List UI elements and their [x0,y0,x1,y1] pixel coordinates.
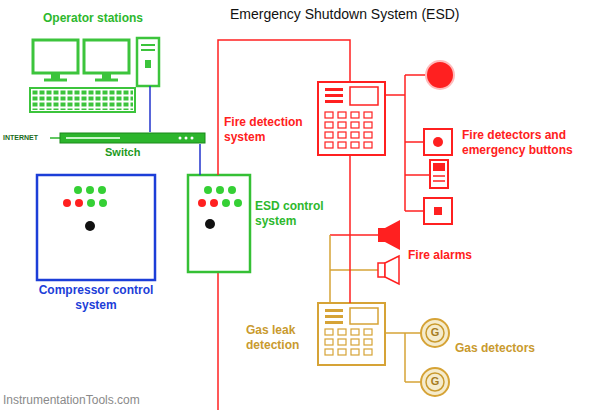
keypad-key [351,122,359,128]
group-label: Fire alarms [408,248,498,263]
operator-computers [30,38,159,115]
keypad-key [338,329,346,335]
keypad-key [325,339,333,345]
keypad-key [364,142,372,148]
keypad-key [351,349,359,355]
keypad-key [338,112,346,118]
signal-line [149,115,151,132]
keypad-key [338,132,346,138]
network-label: INTERNET [3,134,51,143]
node-label: Fire detection system [224,115,314,145]
compressor-control-box: Compressor control system [37,175,155,280]
keypad-key [364,122,372,128]
keypad-key [325,349,333,355]
keypad-key [364,112,372,118]
keypad-key [351,132,359,138]
network-switch [50,133,205,143]
node-label: Gas leak detection [246,323,316,353]
keypad-key [325,329,333,335]
group-label: Fire detectors and emergency buttons [462,128,608,158]
fire-alarm-horns [330,220,400,303]
esd-cabinet [188,175,250,410]
node-label: Compressor control system [25,283,167,313]
keypad-key [364,329,372,335]
compressor-cabinet [37,175,155,280]
signal-line [199,144,201,175]
signal-line [218,40,350,175]
fire-panel [318,82,385,155]
keypad-key [338,122,346,128]
keypad-key [364,349,372,355]
keypad-key [351,142,359,148]
keypad-key [325,142,333,148]
gas-detectors [385,319,449,396]
gas-panel [318,303,385,365]
keypad-key [364,339,372,345]
node-label: ESD control system [255,199,337,229]
network-switch: Switch [60,132,208,144]
keypad-key [338,142,346,148]
keypad-key [325,122,333,128]
keypad-key [338,349,346,355]
watermark: InstrumentationTools.com [3,393,203,408]
fire-detectors [385,61,454,224]
keypad-key [338,339,346,345]
operator-stations: Operator stations [28,33,167,115]
keypad-key [351,339,359,345]
detector-letter: G [421,375,449,389]
keypad-key [325,132,333,138]
esd-control-box: ESD control system [188,175,250,272]
keypad-key [325,112,333,118]
fire-detection-panel: Fire detection system [318,82,385,155]
keypad-key [351,329,359,335]
group-label: Gas detectors [455,341,555,356]
diagram-title: Emergency Shutdown System (ESD) [230,6,460,24]
detector-letter: G [421,326,449,340]
gas-leak-panel: Gas leak detection [318,303,385,365]
keypad-key [351,112,359,118]
keypad-key [364,132,372,138]
node-label: Switch [105,146,165,160]
node-label: Operator stations [43,11,178,26]
signal-line [349,155,351,303]
